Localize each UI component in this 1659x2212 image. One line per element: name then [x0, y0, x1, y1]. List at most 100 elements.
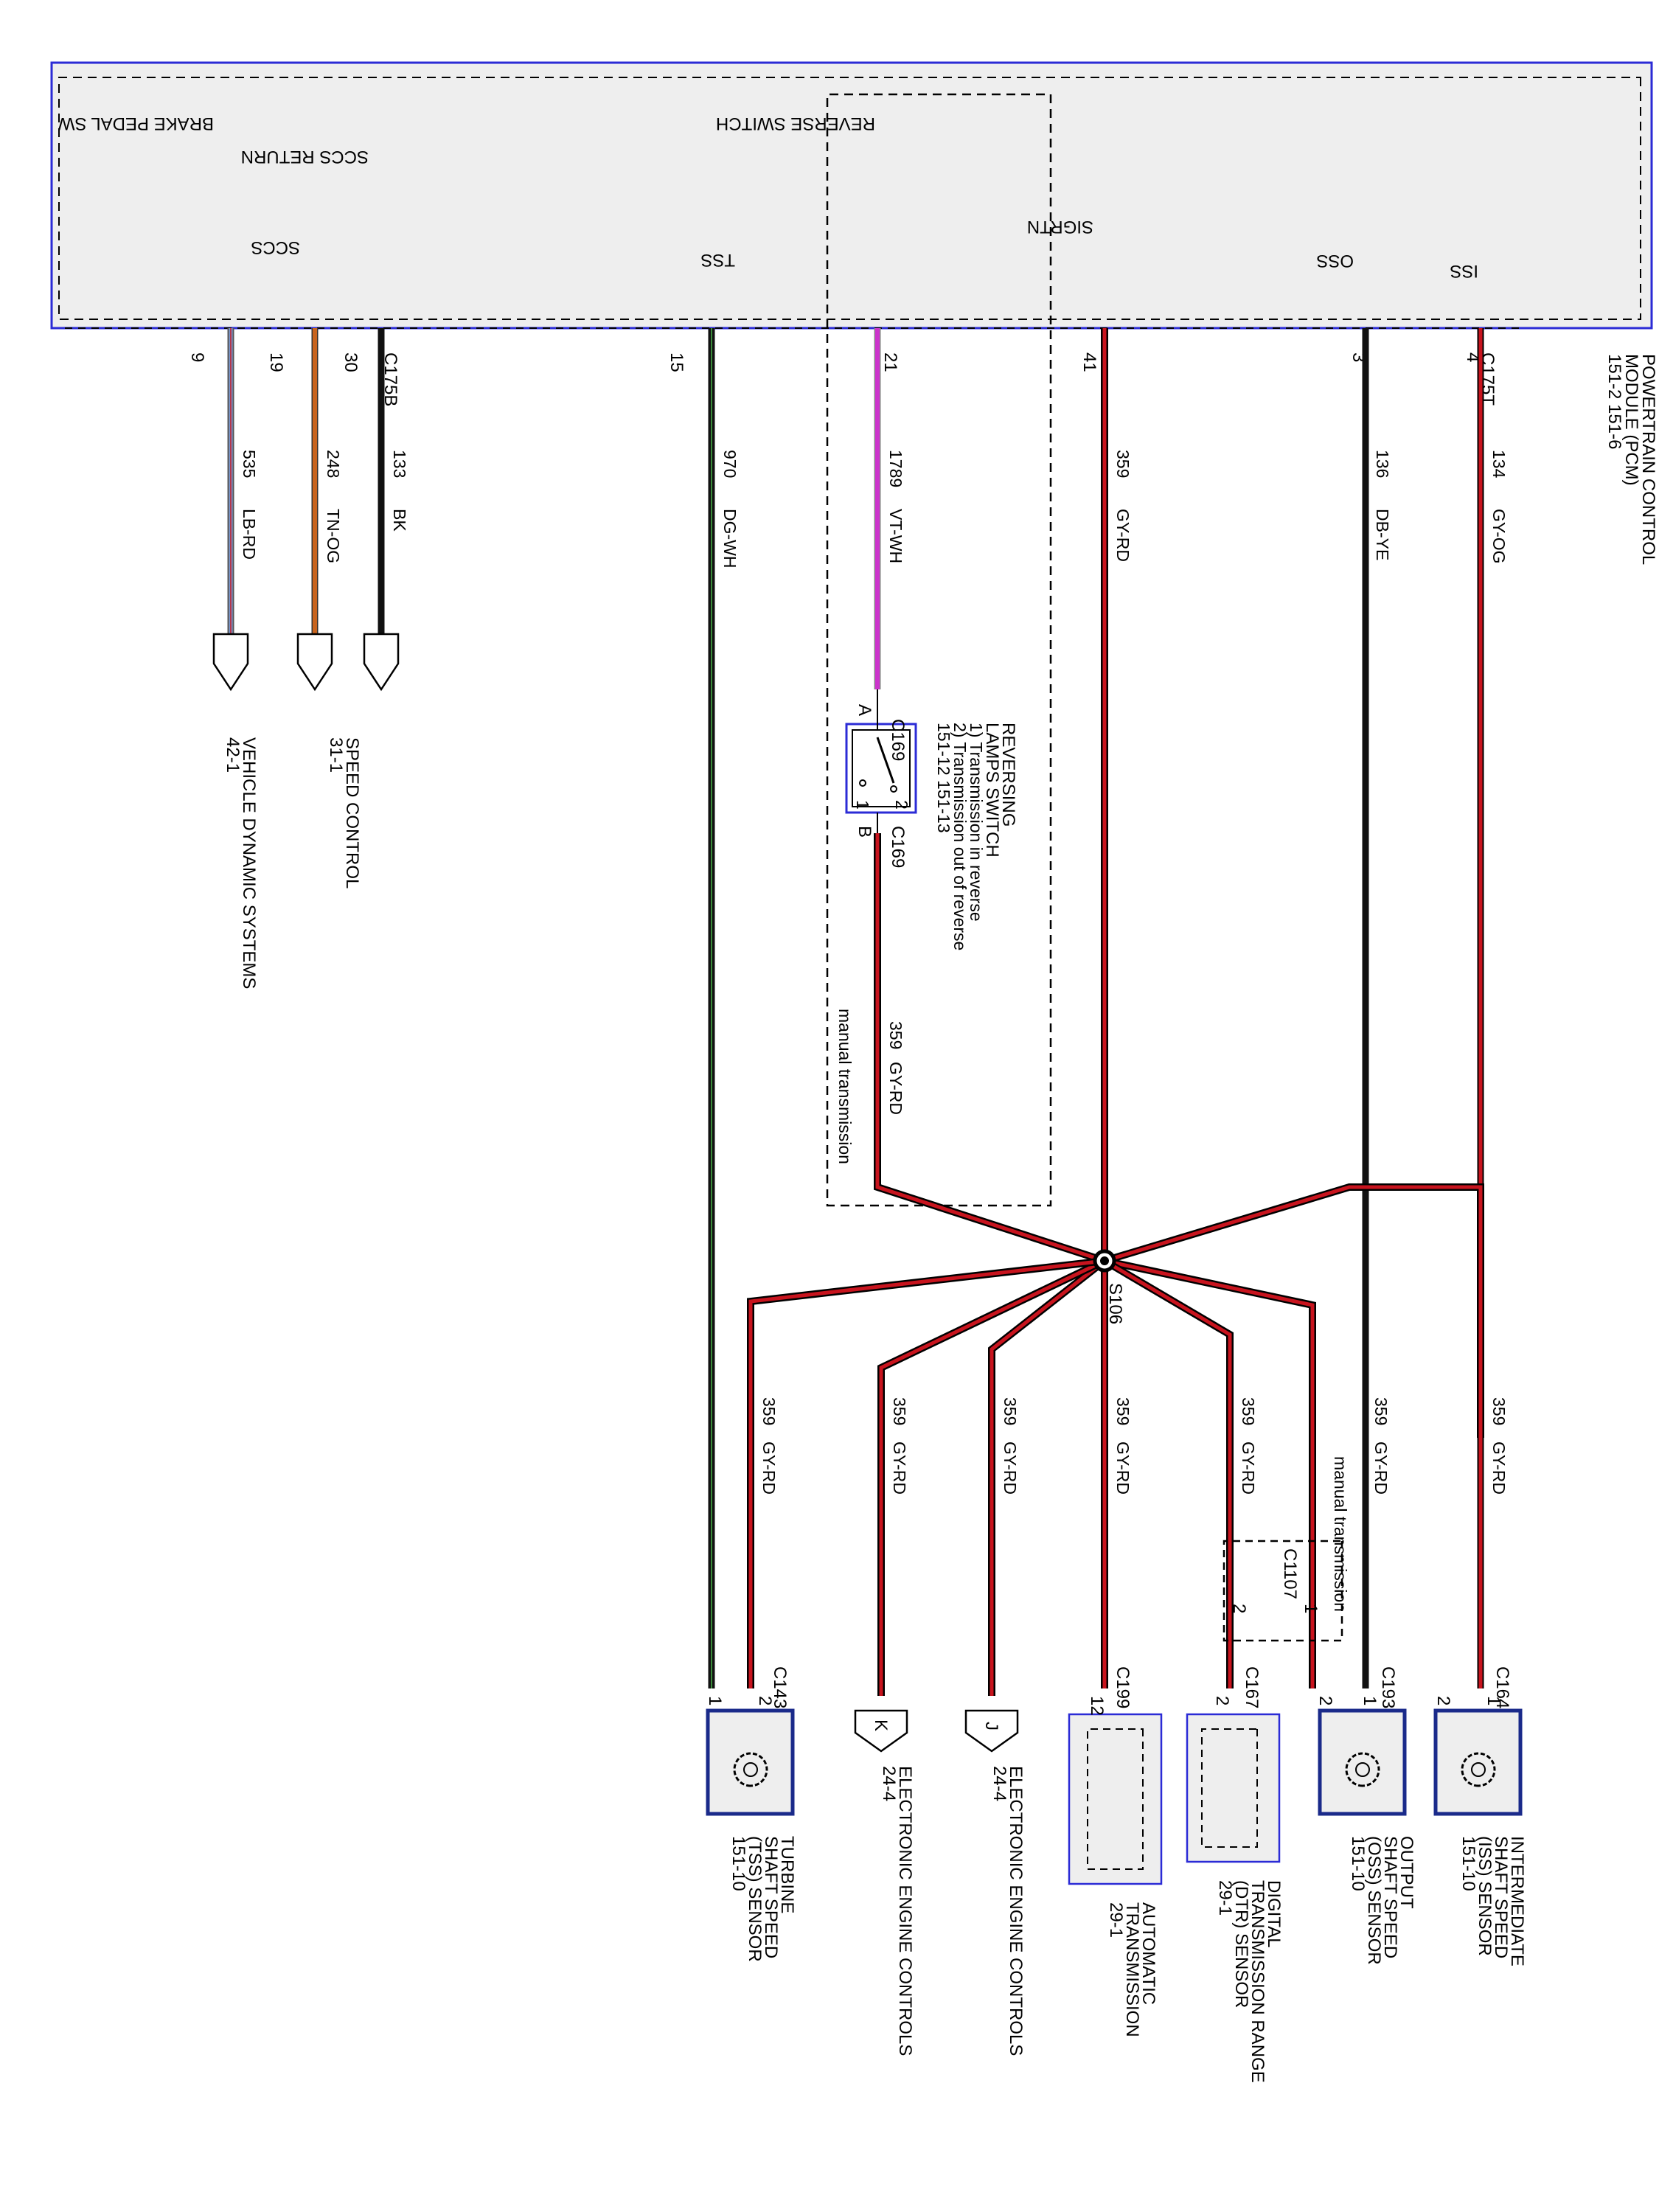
svg-text:(TSS) SENSOR: (TSS) SENSOR — [745, 1836, 765, 1962]
svg-text:24-4: 24-4 — [990, 1766, 1009, 1801]
offpage-arrow-icon — [854, 1709, 908, 1753]
svg-text:1: 1 — [1484, 1696, 1503, 1705]
offpage-sccs-return — [363, 633, 400, 692]
svg-text:TRANSMISSION: TRANSMISSION — [1122, 1902, 1142, 2037]
pin-labels: ISS OSS SIGRTN REVERSE SWITCH TSS SCCS R… — [58, 114, 1478, 281]
connector-c1107: C1107 manual transmission 1 2 — [1222, 1456, 1350, 1642]
pin-label-brake-pedal-sw: BRAKE PEDAL SW — [58, 114, 214, 133]
svg-text:C169: C169 — [888, 719, 908, 761]
svg-text:1: 1 — [853, 800, 872, 810]
svg-text:2: 2 — [1212, 1696, 1232, 1705]
svg-text:1: 1 — [705, 1696, 725, 1705]
svg-text:359: 359 — [759, 1397, 779, 1425]
svg-text:359: 359 — [1239, 1397, 1258, 1425]
svg-text:2: 2 — [892, 800, 911, 810]
offpage-arrow-icon — [296, 633, 333, 692]
svg-text:REVERSING: REVERSING — [998, 723, 1018, 827]
offpage-arrow-icon — [964, 1709, 1019, 1753]
pin-label-sigrtn: SIGRTN — [1027, 217, 1093, 237]
pin-label-iss: ISS — [1450, 261, 1478, 281]
speed-control-label: SPEED CONTROL — [342, 737, 362, 888]
svg-text:C167: C167 — [1242, 1666, 1262, 1708]
offpage-sccs — [296, 633, 333, 692]
svg-text:19: 19 — [266, 352, 286, 372]
svg-text:C164: C164 — [1492, 1666, 1512, 1708]
svg-text:359: 359 — [1001, 1397, 1020, 1425]
svg-text:21: 21 — [880, 352, 900, 372]
svg-text:C1107: C1107 — [1280, 1548, 1300, 1599]
wires — [227, 328, 1484, 1696]
svg-text:30: 30 — [341, 352, 361, 372]
wire-reverse-return — [874, 833, 1106, 1265]
svg-text:(DTR) SENSOR: (DTR) SENSOR — [1231, 1880, 1251, 2008]
svg-text:MODULE (PCM): MODULE (PCM) — [1621, 354, 1641, 486]
pcm-title: POWERTRAIN CONTROL MODULE (PCM) 151-2 15… — [1604, 354, 1658, 565]
splice-label: S106 — [1105, 1283, 1125, 1324]
svg-text:J: J — [981, 1722, 1001, 1731]
gear-sensor-icon — [1461, 1752, 1496, 1787]
automatic-transmission: C199 12 AUTOMATIC TRANSMISSION 29-1 — [1068, 1666, 1163, 2037]
svg-text:C199: C199 — [1113, 1666, 1133, 1708]
svg-text:(OSS) SENSOR: (OSS) SENSOR — [1364, 1836, 1384, 1965]
svg-text:SHAFT SPEED: SHAFT SPEED — [761, 1836, 781, 1958]
svg-text:ELECTRONIC ENGINE CONTROLS: ELECTRONIC ENGINE CONTROLS — [1006, 1766, 1026, 2056]
svg-text:VT-WH: VT-WH — [886, 509, 905, 563]
svg-text:151-10: 151-10 — [1348, 1836, 1368, 1891]
svg-text:248: 248 — [324, 450, 343, 478]
switch-icon — [859, 689, 897, 833]
pin-label-reverse-switch: REVERSE SWITCH — [716, 114, 875, 133]
svg-text:151-2 151-6: 151-2 151-6 — [1604, 354, 1624, 449]
svg-text:GY-OG: GY-OG — [1489, 509, 1509, 564]
iss-sensor: C164 1 2 INTERMEDIATE SHAFT SPEED (ISS) … — [1433, 1666, 1527, 1966]
svg-text:SHAFT SPEED: SHAFT SPEED — [1380, 1836, 1400, 1958]
svg-text:POWERTRAIN CONTROL: POWERTRAIN CONTROL — [1638, 354, 1658, 565]
svg-text:LB-RD: LB-RD — [240, 509, 259, 560]
offpage-arrow-icon — [363, 633, 400, 692]
svg-text:GY-RD: GY-RD — [1001, 1441, 1020, 1495]
svg-text:134: 134 — [1489, 450, 1509, 479]
pin-label-oss: OSS — [1316, 251, 1354, 271]
gear-sensor-icon — [733, 1752, 768, 1787]
svg-text:136: 136 — [1373, 450, 1392, 478]
svg-text:ELECTRONIC ENGINE CONTROLS: ELECTRONIC ENGINE CONTROLS — [895, 1766, 915, 2056]
offpage-arrow-icon — [212, 633, 249, 692]
svg-text:C169: C169 — [888, 826, 908, 868]
svg-text:151-10: 151-10 — [1458, 1836, 1478, 1891]
svg-text:SHAFT SPEED: SHAFT SPEED — [1491, 1836, 1511, 1958]
gear-sensor-icon — [1345, 1752, 1380, 1787]
pin-label-sccs-return: SCCS RETURN — [241, 147, 369, 167]
svg-text:(ISS) SENSOR: (ISS) SENSOR — [1475, 1836, 1495, 1956]
svg-text:TURBINE: TURBINE — [777, 1836, 797, 1913]
svg-text:24-4: 24-4 — [879, 1766, 899, 1801]
svg-text:GY-RD: GY-RD — [1113, 509, 1133, 562]
svg-text:1) Transmission in reverse: 1) Transmission in reverse — [967, 723, 986, 922]
svg-text:359: 359 — [886, 1021, 905, 1049]
splice-branches — [747, 1183, 1484, 1696]
vehicle-dynamic-systems-label: VEHICLE DYNAMIC SYSTEMS — [239, 737, 259, 989]
svg-text:359: 359 — [1113, 1397, 1133, 1425]
svg-text:1: 1 — [1301, 1604, 1321, 1613]
svg-text:TN-OG: TN-OG — [324, 509, 343, 563]
svg-text:GY-RD: GY-RD — [886, 1062, 905, 1115]
svg-text:1789: 1789 — [886, 450, 905, 487]
svg-text:GY-RD: GY-RD — [1239, 1441, 1258, 1495]
pin-numbers: 4 3 41 21 15 30 19 9 — [187, 352, 1483, 372]
svg-text:2: 2 — [1229, 1604, 1249, 1613]
svg-text:K: K — [871, 1719, 891, 1731]
svg-text:359: 359 — [1371, 1397, 1391, 1425]
svg-text:133: 133 — [390, 450, 409, 478]
svg-text:DIGITAL: DIGITAL — [1264, 1880, 1284, 1948]
svg-text:LAMPS SWITCH: LAMPS SWITCH — [982, 723, 1002, 858]
svg-text:151-12 151-13: 151-12 151-13 — [934, 723, 953, 833]
pcm-module — [50, 61, 1653, 1207]
svg-text:OUTPUT: OUTPUT — [1397, 1836, 1416, 1909]
svg-text:B: B — [855, 826, 874, 838]
eec-connector-j: J ELECTRONIC ENGINE CONTROLS 24-4 — [964, 1709, 1026, 2056]
svg-text:C143: C143 — [770, 1666, 790, 1708]
svg-text:535: 535 — [240, 450, 259, 478]
svg-text:GY-RD: GY-RD — [759, 1441, 779, 1495]
pin-label-tss: TSS — [700, 250, 735, 270]
svg-text:12: 12 — [1087, 1696, 1107, 1716]
svg-text:GY-RD: GY-RD — [1371, 1441, 1391, 1495]
